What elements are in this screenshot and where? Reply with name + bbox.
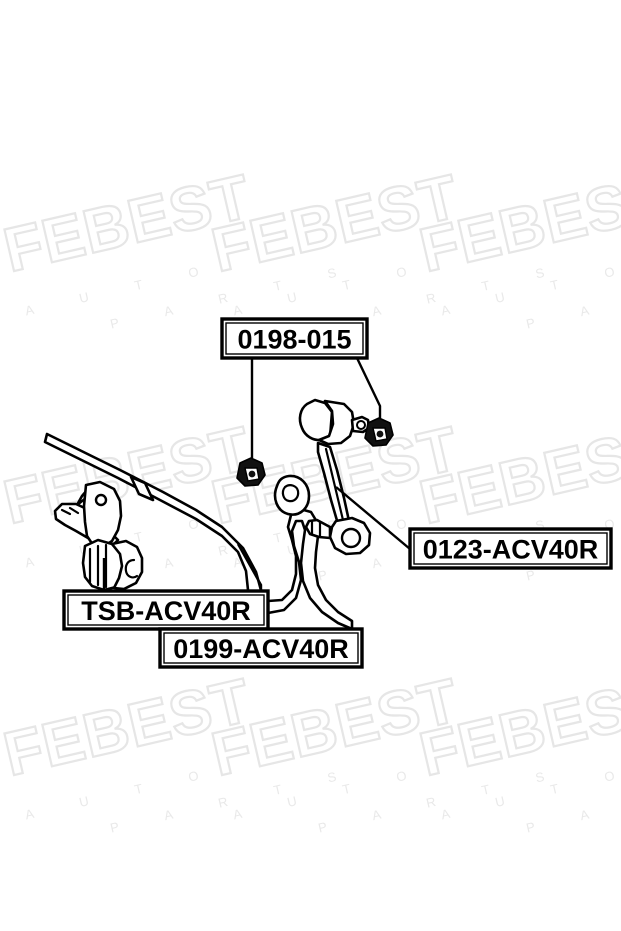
part-number-text: TSB-ACV40R — [81, 596, 251, 626]
part-number-label[interactable]: 0199-ACV40R — [158, 627, 364, 669]
labels-layer: 0198-015 0123-ACV40R TSB-ACV40R 0199-ACV40R — [62, 317, 613, 669]
part-bushing-rubber — [81, 538, 144, 592]
part-number-label[interactable]: 0198-015 — [220, 317, 369, 360]
part-nut-right — [364, 417, 394, 447]
leader-nut-right — [355, 357, 382, 418]
label-box-border — [408, 527, 613, 570]
label-box-border — [220, 317, 369, 360]
leader-link — [335, 486, 411, 550]
label-box-inner-border — [163, 632, 359, 664]
part-number-text: 0198-015 — [237, 325, 351, 355]
part-number-text: 0199-ACV40R — [173, 634, 349, 664]
part-number-label[interactable]: 0123-ACV40R — [408, 527, 613, 570]
label-box-inner-border — [67, 594, 265, 626]
label-box-inner-border — [413, 532, 608, 565]
part-number-label[interactable]: TSB-ACV40R — [62, 589, 270, 631]
part-bushing-bracket — [53, 480, 123, 549]
part-number-text: 0123-ACV40R — [423, 535, 599, 565]
label-box-border — [158, 627, 364, 669]
label-box-inner-border — [225, 322, 364, 355]
part-nut-left — [236, 457, 266, 487]
